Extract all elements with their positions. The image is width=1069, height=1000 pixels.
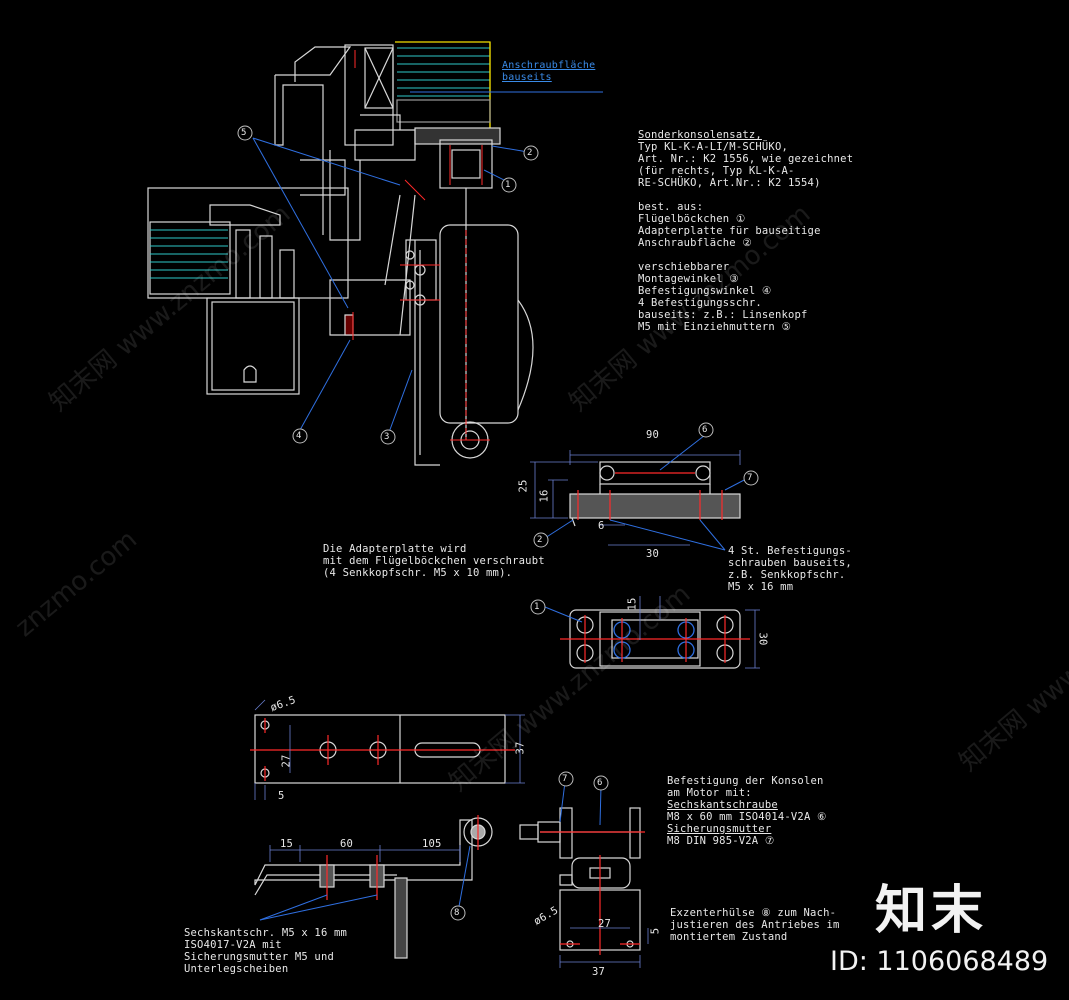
adapter-note-line: mit dem Flügelböckchen verschraubt <box>323 555 545 567</box>
hex-note-line: Sicherungsmutter M5 und <box>184 951 334 963</box>
dim-5b: 5 <box>649 927 662 935</box>
eccentric-note-line: montiertem Zustand <box>670 931 788 943</box>
spec-line: M5 mit Einziehmuttern ⑤ <box>638 321 792 333</box>
adapter-plate-side-view <box>569 461 741 527</box>
dim-30b: 30 <box>756 632 769 646</box>
bracket-side-view <box>254 817 493 959</box>
dim-25: 25 <box>517 479 530 493</box>
spec-line: verschiebbarer <box>638 261 730 273</box>
dim-27: 27 <box>280 754 293 768</box>
motor-note-line: Befestigung der Konsolen <box>667 775 824 787</box>
surface-label-1: Anschraubfläche <box>502 60 596 71</box>
motor-note-line: am Motor mit: <box>667 787 752 799</box>
dim-60: 60 <box>340 838 354 850</box>
callout-7-side: 7 <box>747 473 753 483</box>
adapter-note: Die Adapterplatte wird mit dem Flügelböc… <box>323 543 545 579</box>
spec-line: best. aus: <box>638 201 704 213</box>
dim-37b: 37 <box>592 966 606 978</box>
motor-bracket-view <box>519 807 641 951</box>
callout-7-motor: 7 <box>562 774 568 784</box>
spec-lines: Typ KL-K-A-LI/M-SCHÜKO, Art. Nr.: K2 155… <box>638 141 853 333</box>
spec-line: Befestigungswinkel ④ <box>638 285 772 297</box>
callout-8-bracket: 8 <box>454 908 460 918</box>
eccentric-note-line: Exzenterhülse ⑧ zum Nach- <box>670 907 837 919</box>
dim-27b: 27 <box>598 918 612 930</box>
spec-line: Typ KL-K-A-LI/M-SCHÜKO, <box>638 141 788 153</box>
callout-4-main: 4 <box>296 431 302 441</box>
spec-line: RE-SCHÜKO, Art.Nr.: K2 1554) <box>638 177 821 189</box>
dim-16: 16 <box>538 489 551 503</box>
motor-note-line: M8 DIN 985-V2A ⑦ <box>667 835 775 847</box>
fix-screws-note: 4 St. Befestigungs- schrauben bauseits, … <box>728 545 852 593</box>
spec-line: Flügelböckchen ① <box>638 213 746 225</box>
dim-6: 6 <box>598 520 605 532</box>
callout-1-main: 1 <box>505 180 511 190</box>
callout-6-side: 6 <box>702 425 708 435</box>
spec-line: Montagewinkel ③ <box>638 273 739 285</box>
fix-note-line: z.B. Senkkopfschr. <box>728 569 846 581</box>
motor-note-line: Sicherungsmutter <box>667 823 772 835</box>
dim-lines-side <box>530 450 741 546</box>
eccentric-note: Exzenterhülse ⑧ zum Nach- justieren des … <box>670 907 840 943</box>
fix-note-line: schrauben bauseits, <box>728 557 852 569</box>
surface-label-2: bauseits <box>502 72 552 83</box>
motor-note-line: Sechskantschraube <box>667 799 778 811</box>
hex-note-line: Unterlegscheiben <box>184 963 289 975</box>
fix-note-line: 4 St. Befestigungs- <box>728 545 852 557</box>
adapter-note-line: Die Adapterplatte wird <box>323 543 467 555</box>
dim-90: 90 <box>646 429 660 441</box>
spec-line: Anschraubfläche ② <box>638 237 752 249</box>
spec-line <box>638 189 853 201</box>
adapter-note-line: (4 Senkkopfschr. M5 x 10 mm). <box>323 567 513 579</box>
motor-note-line: M8 x 60 mm ISO4014-V2A ⑥ <box>667 811 827 823</box>
callout-2-side: 2 <box>537 535 543 545</box>
dim-105: 105 <box>422 838 442 850</box>
hex-note-line: Sechskantschr. M5 x 16 mm <box>184 927 348 939</box>
callout-3-main: 3 <box>384 432 390 442</box>
callout-6-motor: 6 <box>597 778 603 788</box>
spec-title: Sonderkonsolensatz, <box>638 129 762 141</box>
spec-line: Adapterplatte für bauseitige <box>638 225 821 237</box>
spec-line: 4 Befestigungsschr. <box>638 297 762 309</box>
image-id: ID: 1106068489 <box>830 946 1049 977</box>
callout-5-main: 5 <box>241 128 247 138</box>
dim-15b: 15 <box>280 838 294 850</box>
eccentric-note-line: justieren des Antriebes im <box>670 919 840 931</box>
callout-2-main: 2 <box>527 148 533 158</box>
hex-screw-note: Sechskantschr. M5 x 16 mm ISO4017-V2A mi… <box>184 927 347 975</box>
dim-30: 30 <box>646 548 660 560</box>
callout-1-top: 1 <box>534 602 540 612</box>
main-section-view <box>147 41 534 466</box>
spec-line: Art. Nr.: K2 1556, wie gezeichnet <box>638 153 854 165</box>
spec-line: bauseits: z.B.: Linsenkopf <box>638 309 808 321</box>
motor-note: Befestigung der Konsolen am Motor mit: S… <box>667 775 827 847</box>
dim-5: 5 <box>278 790 285 802</box>
spec-line: (für rechts, Typ KL-K-A- <box>638 165 795 177</box>
hex-note-line: ISO4017-V2A mit <box>184 939 282 951</box>
brand-logo: 知末 <box>875 881 988 941</box>
fix-note-line: M5 x 16 mm <box>728 581 794 593</box>
